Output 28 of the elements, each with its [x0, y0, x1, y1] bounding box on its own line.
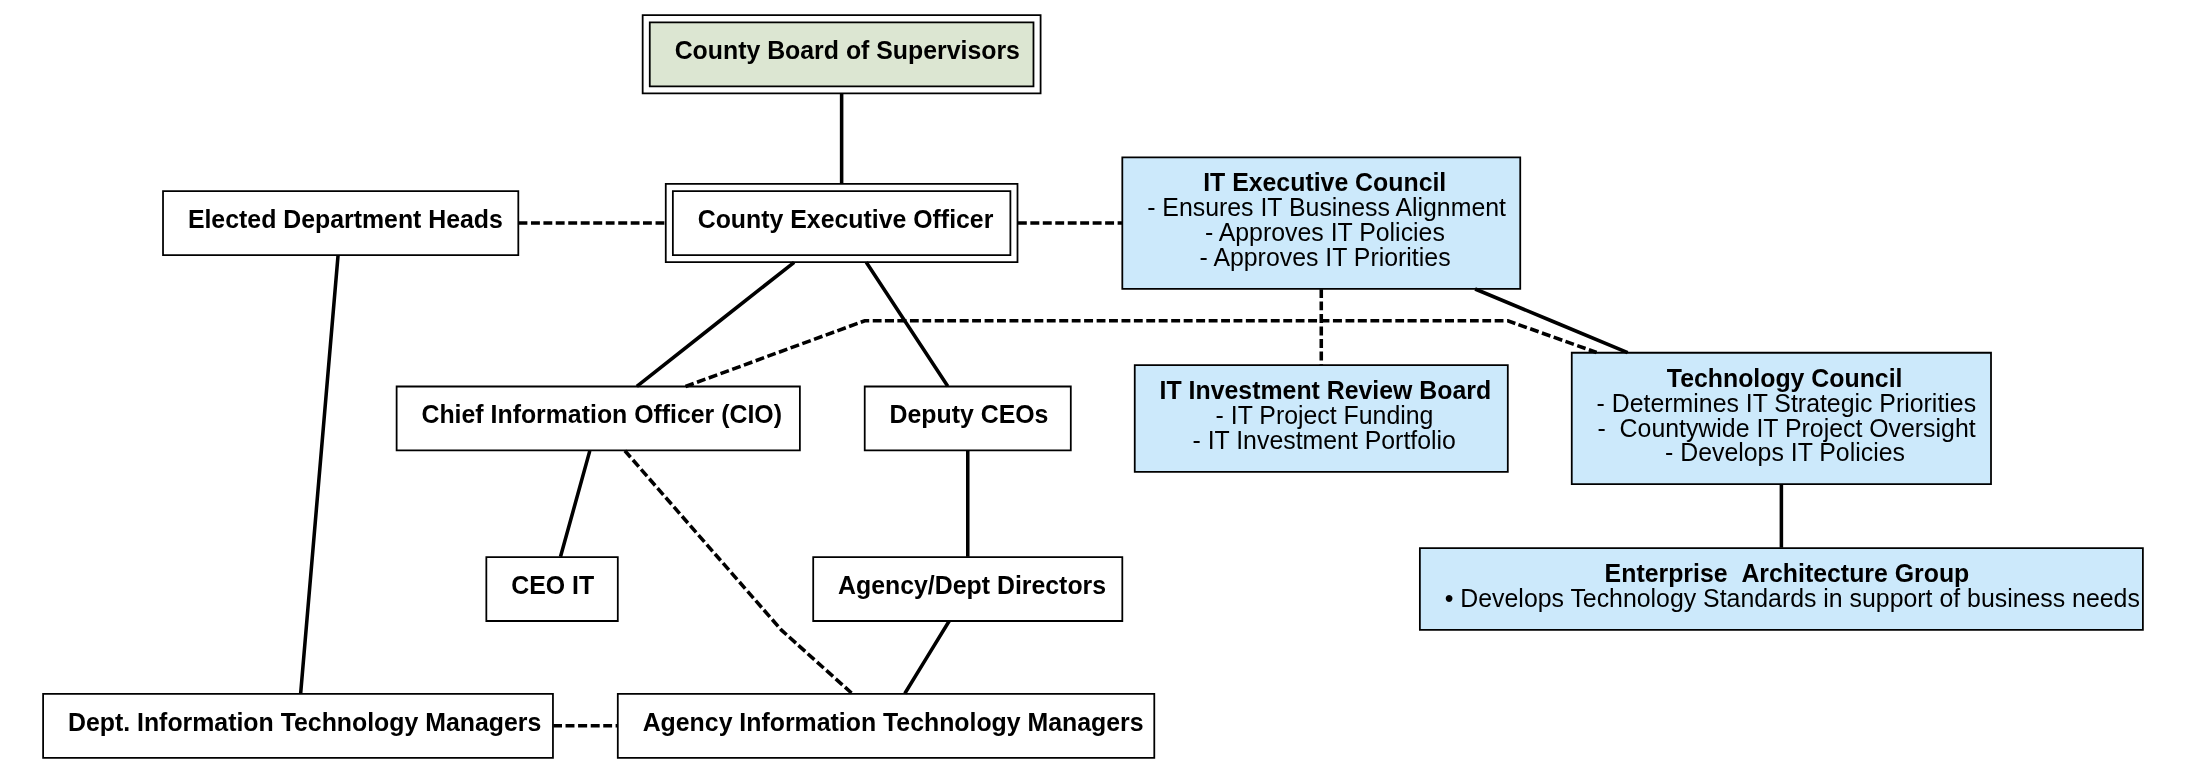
connector [1473, 287, 1628, 355]
connector [965, 450, 970, 557]
node-box: IT Executive Council - Ensures IT Business Alignment - Approves IT Policies - Approves IT Priorities [1120, 156, 1521, 290]
connector [1779, 484, 1783, 548]
node-box: Dept. Information Technology Managers [41, 692, 554, 759]
connector [864, 261, 949, 388]
connector [552, 724, 618, 728]
connector [558, 450, 591, 558]
connector [1017, 221, 1122, 225]
connector [684, 319, 1597, 389]
connector [1319, 289, 1323, 365]
node-box: Chief Information Officer (CIO) [395, 385, 801, 452]
connector [902, 620, 951, 695]
node-box: Elected Department Heads [161, 190, 519, 256]
node-box: CEO IT [484, 556, 619, 622]
node-box: Technology Council - Determines IT Strategic Priorities - Countywide IT Project Oversight - Develops IT Policies [1570, 351, 1992, 486]
node-box: Agency Information Technology Managers [616, 692, 1155, 759]
connector [839, 93, 843, 184]
connector [298, 255, 340, 694]
node-box: Deputy CEOs [863, 385, 1072, 452]
node-box: Agency/Dept Directors [811, 556, 1123, 622]
node-box: County Executive Officer [664, 183, 1018, 264]
node-box: County Board of Supervisors [641, 14, 1041, 95]
connector [623, 449, 853, 696]
connector [635, 260, 795, 388]
connector [518, 221, 665, 225]
node-box: Enterprise Architecture Group • Develops Technology Standards in support of business needs [1418, 547, 2144, 631]
node-box: IT Investment Review Board - IT Project Funding - IT Investment Portfolio [1133, 364, 1509, 473]
